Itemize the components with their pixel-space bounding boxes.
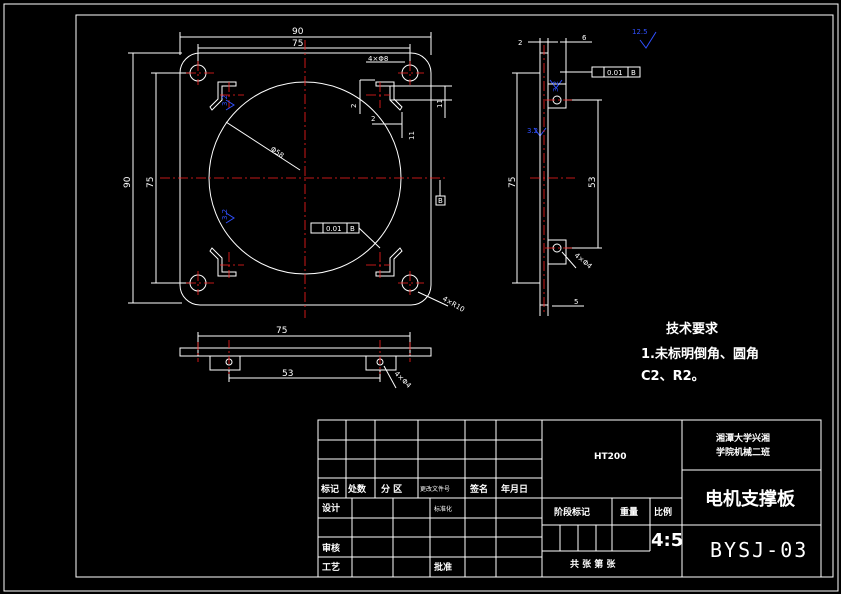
tb-standardize: 标准化 xyxy=(434,505,452,513)
side-view xyxy=(512,38,641,316)
side-dim-5: 5 xyxy=(574,298,578,306)
tb-material: HT200 xyxy=(594,452,626,462)
tb-part-name: 电机支撑板 xyxy=(705,488,796,510)
dim-11-a: 11 xyxy=(436,99,444,108)
front-centerlines xyxy=(160,40,445,318)
slot-bl xyxy=(209,247,237,277)
tb-mark: 标记 xyxy=(320,483,339,495)
bottom-centerlines xyxy=(197,340,411,374)
bottom-view xyxy=(179,332,432,389)
dim-top-hole-spacing: 75 xyxy=(292,39,303,49)
tb-approve: 批准 xyxy=(434,561,452,573)
bottom-dim-53: 53 xyxy=(282,369,293,379)
tb-date: 年月日 xyxy=(501,483,528,495)
flatness-value-front: 0.01 xyxy=(326,225,342,233)
flatness-value-side: 0.01 xyxy=(607,69,623,77)
dim-top-width: 90 xyxy=(292,27,304,37)
roughness-inner-3: 3.2 xyxy=(527,127,538,135)
tb-count: 处数 xyxy=(347,483,367,495)
dim-left-hole-spacing: 75 xyxy=(146,177,156,188)
tb-school-line2: 学院机械二班 xyxy=(716,446,770,458)
dim-left-height: 90 xyxy=(123,176,133,188)
tb-process: 工艺 xyxy=(322,561,340,573)
roughness-inner-2: 3.2 xyxy=(221,209,229,220)
outer-frame xyxy=(3,3,839,592)
title-block xyxy=(317,419,822,578)
slot-br xyxy=(375,247,403,277)
tb-zone: 分 区 xyxy=(381,483,402,495)
side-centerlines xyxy=(530,45,575,315)
notes-line2: C2、R2。 xyxy=(641,369,705,384)
bottom-dim-75: 75 xyxy=(276,326,287,336)
plate-outline xyxy=(179,52,432,306)
side-dim-53: 53 xyxy=(588,177,598,188)
notes-line1: 1.未标明倒角、圆角 xyxy=(641,346,759,362)
dim-11-b: 11 xyxy=(408,131,416,140)
tb-school-line1: 湘潭大学兴湘 xyxy=(716,432,770,444)
tb-scale: 4:5 xyxy=(651,530,683,551)
roughness-inner-1: 3.2 xyxy=(221,95,229,106)
roughness-icon-global xyxy=(639,31,657,49)
tb-signature: 签名 xyxy=(469,483,488,495)
dim-2-b: 2 xyxy=(371,115,375,123)
tb-weight: 重量 xyxy=(620,506,638,518)
tb-drawing-code: BYSJ-03 xyxy=(710,538,808,562)
side-boss-top xyxy=(547,83,567,109)
flatness-datum-side: B xyxy=(631,69,636,77)
bottom-plate xyxy=(179,347,432,357)
tb-scale-label: 比例 xyxy=(654,506,672,518)
tb-change-doc: 更改文件号 xyxy=(420,485,450,493)
dim-2: 2 xyxy=(350,104,358,108)
tb-review: 审核 xyxy=(322,542,340,554)
tb-sheets: 共 张 第 张 xyxy=(570,558,616,570)
side-boss-bottom xyxy=(547,239,567,265)
flatness-datum-front: B xyxy=(350,225,355,233)
roughness-inner-4: 3.2 xyxy=(552,81,560,92)
side-dim-2: 2 xyxy=(518,39,522,47)
slot-tl xyxy=(209,81,237,111)
side-dim-75: 75 xyxy=(508,177,518,188)
side-dim-6: 6 xyxy=(582,34,587,42)
tb-stage-mark: 阶段标记 xyxy=(554,506,590,518)
notes-heading: 技术要求 xyxy=(666,321,719,337)
roughness-value: 12.5 xyxy=(632,28,648,36)
tb-design: 设计 xyxy=(322,502,340,514)
dim-hole-note: 4×Φ8 xyxy=(368,55,388,63)
datum-b-front: B xyxy=(438,197,443,205)
